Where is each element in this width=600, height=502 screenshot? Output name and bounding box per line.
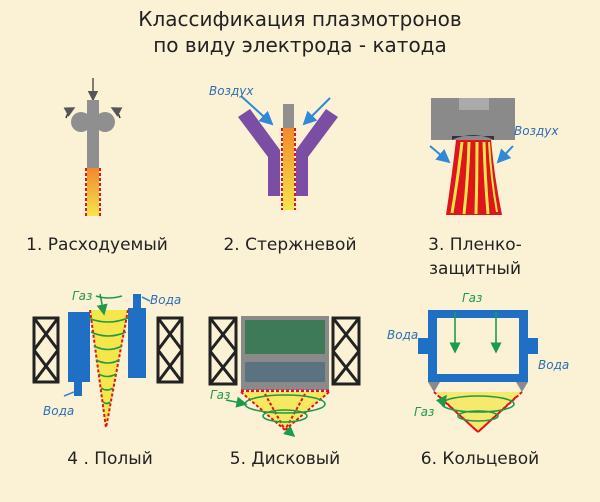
gas-label-4: Газ: [72, 289, 92, 303]
air-label-2: Воздух: [209, 84, 254, 98]
gas-label-6-top: Газ: [462, 291, 482, 305]
caption-4: 4 . Полый: [67, 449, 153, 469]
figure-ring-electrode: [418, 310, 538, 433]
air-label-3: Воздух: [514, 124, 559, 138]
figure-disk-electrode: [208, 316, 361, 438]
caption-6: 6. Кольцевой: [420, 449, 540, 469]
title-line-1: Классификация плазмотронов: [138, 7, 462, 31]
gas-label-5: Газ: [210, 388, 230, 402]
caption-2: 2. Стержневой: [223, 235, 357, 255]
figure-film-protected-electrode: [429, 98, 515, 215]
water-label-6-right: Вода: [538, 358, 569, 372]
page-title: Классификация плазмотронов по виду элект…: [0, 6, 600, 58]
caption-5: 5. Дисковый: [229, 449, 341, 469]
caption-1: 1. Расходуемый: [26, 235, 168, 255]
title-line-2: по виду электрода - катода: [153, 33, 447, 57]
figure-rod-electrode: [238, 95, 338, 210]
water-label-4-top: Вода: [150, 293, 181, 307]
caption-3-line-2: защитный: [428, 259, 521, 279]
figure-consumable-electrode: [63, 78, 123, 216]
figure-hollow-electrode: [32, 293, 184, 429]
gas-label-6-bottom: Газ: [414, 405, 434, 419]
water-label-4-bottom: Вода: [43, 404, 74, 418]
caption-3-line-1: 3. Пленко-: [428, 235, 522, 255]
water-label-6-left: Вода: [387, 328, 418, 342]
